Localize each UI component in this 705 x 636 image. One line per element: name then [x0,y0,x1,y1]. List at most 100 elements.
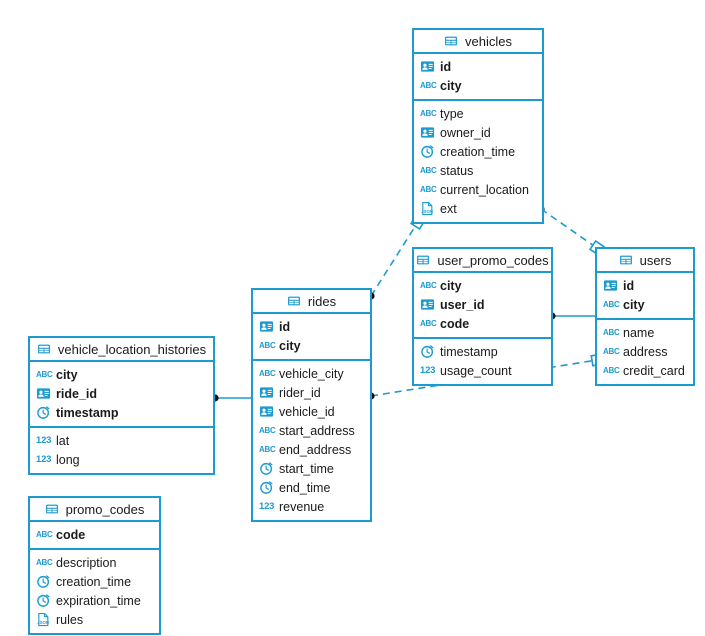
abc-string-icon: ABC [603,300,620,309]
primary-key-row[interactable]: id [253,317,370,336]
table-header-rides[interactable]: rides [253,290,370,314]
uuid-key-icon [603,278,618,293]
field-row[interactable]: rider_id [253,383,370,402]
table-title: vehicle_location_histories [57,341,207,357]
table-header-users[interactable]: users [597,249,693,273]
primary-key-row[interactable]: id [597,276,693,295]
field-row[interactable]: vehicle_id [253,402,370,421]
table-header-user_promo_codes[interactable]: user_promo_codes [414,249,551,273]
abc-string-icon: ABC [36,530,53,539]
json-document-icon: JSON [36,612,51,627]
field-label: city [623,297,645,312]
field-label: id [279,319,291,334]
field-row[interactable]: end_time [253,478,370,497]
field-label: name [623,325,655,340]
field-label: creation_time [56,574,132,589]
field-row[interactable]: start_time [253,459,370,478]
table-icon [416,253,431,268]
table-header-vehicles[interactable]: vehicles [414,30,542,54]
field-row[interactable]: expiration_time [30,591,159,610]
abc-string-icon: ABC [420,109,437,118]
field-row[interactable]: 123 lat [30,431,213,450]
field-label: lat [56,433,70,448]
field-label: credit_card [623,363,685,378]
field-label: status [440,163,474,178]
field-label: long [56,452,80,467]
field-row[interactable]: owner_id [414,123,542,142]
field-label: code [56,527,86,542]
abc-string-icon: ABC [603,328,620,337]
field-label: ride_id [56,386,97,401]
field-row[interactable]: creation_time [30,572,159,591]
uuid-key-icon [36,386,51,401]
field-row[interactable]: creation_time [414,142,542,161]
uuid-key-icon [420,59,435,74]
primary-key-row[interactable]: user_id [414,295,551,314]
table-icon [287,294,302,309]
relationship-vehicle_location_histories-to-rides[interactable] [211,394,251,402]
table-title: vehicles [465,33,512,49]
primary-key-row[interactable]: ride_id [30,384,213,403]
table-header-vehicle_location_histories[interactable]: vehicle_location_histories [30,338,213,362]
field-label: vehicle_city [279,366,344,381]
field-label: city [279,338,301,353]
123-number-icon: 123 [36,435,52,446]
relationship-user_promo_codes-to-users[interactable] [548,312,595,320]
abc-string-icon: ABC [603,366,620,375]
field-label: city [440,78,462,93]
abc-string-icon: ABC [603,347,620,356]
table-header-promo_codes[interactable]: promo_codes [30,498,159,522]
svg-text:JSON: JSON [421,209,433,214]
clock-timestamp-icon [420,344,435,359]
field-label: id [623,278,635,293]
field-label: rider_id [279,385,321,400]
123-number-icon: 123 [259,501,275,512]
uuid-key-icon [259,319,274,334]
table-icon [37,342,52,357]
primary-key-row[interactable]: id [414,57,542,76]
field-label: description [56,555,117,570]
uuid-key-icon [259,385,274,400]
field-row[interactable]: timestamp [414,342,551,361]
table-icon [45,502,60,517]
field-label: address [623,344,668,359]
primary-key-row[interactable]: timestamp [30,403,213,422]
